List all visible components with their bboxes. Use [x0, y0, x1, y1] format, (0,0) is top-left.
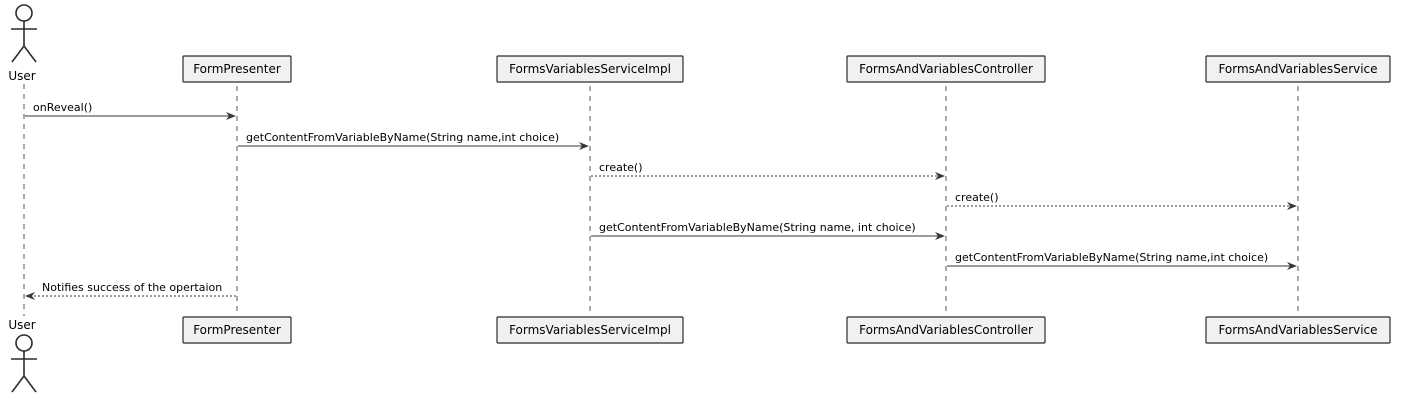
message-label-4: create()	[955, 191, 999, 204]
participant-label-top-fvController: FormsAndVariablesController	[859, 62, 1033, 76]
participant-label-bottom-user: User	[8, 318, 35, 332]
message-1: onReveal()	[25, 101, 236, 120]
message-label-7: Notifies success of the opertaion	[42, 281, 222, 294]
participant-box-bottom-fvController: FormsAndVariablesController	[846, 316, 1046, 344]
message-3: create()	[591, 161, 945, 180]
participant-box-bottom-formPresenter: FormPresenter	[182, 316, 292, 344]
message-7: Notifies success of the opertaion	[25, 281, 236, 300]
message-label-3: create()	[599, 161, 643, 174]
participant-box-top-fvService: FormsAndVariablesService	[1205, 55, 1391, 83]
participant-label-top-fvService: FormsAndVariablesService	[1218, 62, 1377, 76]
user-actor-icon-top	[11, 4, 37, 63]
participant-label-bottom-fvController: FormsAndVariablesController	[859, 323, 1033, 337]
participant-label-bottom-formPresenter: FormPresenter	[193, 323, 281, 337]
user-actor-icon-bottom	[11, 334, 37, 393]
message-2: getContentFromVariableByName(String name…	[238, 131, 589, 150]
participant-box-bottom-fvService: FormsAndVariablesService	[1205, 316, 1391, 344]
participant-box-top-formPresenter: FormPresenter	[182, 55, 292, 83]
message-label-6: getContentFromVariableByName(String name…	[955, 251, 1268, 264]
participant-label-top-formPresenter: FormPresenter	[193, 62, 281, 76]
participant-box-top-fvController: FormsAndVariablesController	[846, 55, 1046, 83]
message-label-1: onReveal()	[33, 101, 92, 114]
message-label-5: getContentFromVariableByName(String name…	[599, 221, 916, 234]
message-label-2: getContentFromVariableByName(String name…	[246, 131, 559, 144]
message-4: create()	[947, 191, 1297, 210]
participant-label-top-formsVarsImpl: FormsVariablesServiceImpl	[509, 62, 671, 76]
message-6: getContentFromVariableByName(String name…	[947, 251, 1297, 270]
participant-label-top-user: User	[8, 69, 35, 83]
message-5: getContentFromVariableByName(String name…	[591, 221, 945, 240]
participant-box-bottom-formsVarsImpl: FormsVariablesServiceImpl	[496, 316, 684, 344]
participant-label-bottom-fvService: FormsAndVariablesService	[1218, 323, 1377, 337]
participant-label-bottom-formsVarsImpl: FormsVariablesServiceImpl	[509, 323, 671, 337]
participant-box-top-formsVarsImpl: FormsVariablesServiceImpl	[496, 55, 684, 83]
